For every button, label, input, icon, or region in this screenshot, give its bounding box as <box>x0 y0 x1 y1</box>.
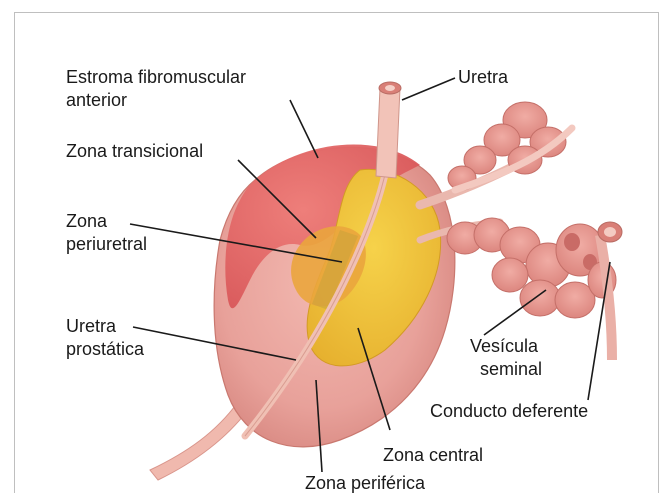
label-vesicula-line2: seminal <box>480 358 542 380</box>
label-conducto-deferente: Conducto deferente <box>430 400 588 422</box>
urethra-tube <box>376 88 400 178</box>
label-estroma-line2: anterior <box>66 89 127 111</box>
label-zona-central: Zona central <box>383 444 483 466</box>
label-estroma-line1: Estroma fibromuscular <box>66 66 246 88</box>
label-vesicula-line1: Vesícula <box>470 335 538 357</box>
label-uretra-prostatica-line1: Uretra <box>66 315 116 337</box>
label-zona-transicional: Zona transicional <box>66 140 203 162</box>
seminal-vesicle-lower <box>447 218 616 318</box>
label-zona-periuretral-line1: Zona <box>66 210 107 232</box>
label-uretra-prostatica-line2: prostática <box>66 338 144 360</box>
seminal-vesicle-upper <box>448 102 572 190</box>
label-uretra: Uretra <box>458 66 508 88</box>
urethra-tail <box>150 402 248 480</box>
label-zona-periferica: Zona periférica <box>305 472 425 494</box>
label-zona-periuretral-line2: periuretral <box>66 233 147 255</box>
